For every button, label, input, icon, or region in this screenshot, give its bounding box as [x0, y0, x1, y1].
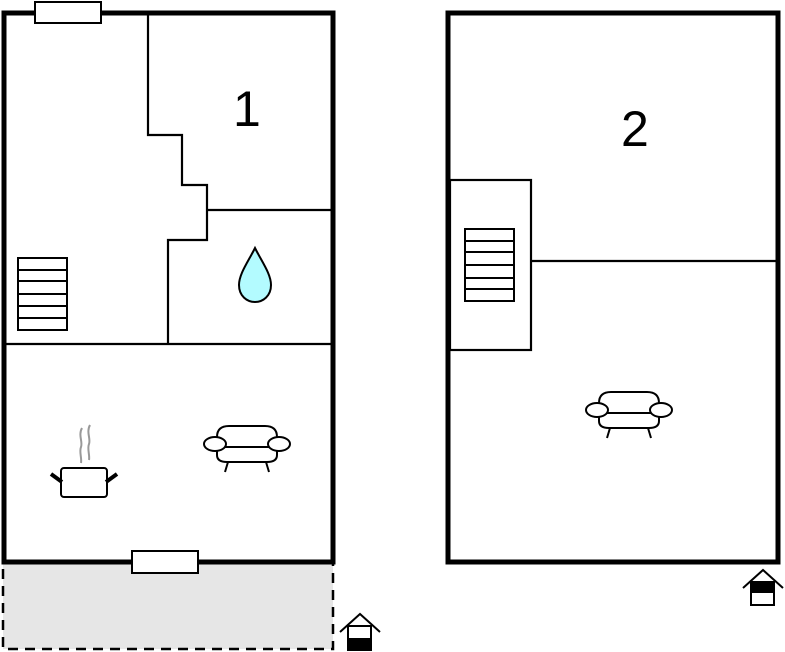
floor-2: 2 — [445, 10, 784, 606]
floor-label: 1 — [233, 81, 261, 137]
stairs-icon — [17, 257, 68, 331]
stairs-icon — [464, 228, 515, 302]
sofa-icon — [203, 425, 291, 473]
sofa-icon — [585, 391, 673, 439]
terrace — [1, 561, 335, 651]
cooking-pot-icon — [49, 424, 119, 498]
entrance-icon[interactable] — [339, 612, 381, 651]
window-top — [34, 1, 102, 24]
floor-2-outer-wall — [445, 10, 781, 565]
window-bottom — [131, 550, 199, 574]
floor-label: 2 — [621, 101, 649, 157]
entrance-icon[interactable] — [742, 568, 784, 606]
interior-wall-stepped — [146, 13, 209, 344]
floor-1: 1 — [1, 1, 381, 651]
stairwell-wall — [448, 178, 533, 352]
water-drop-icon — [237, 245, 273, 304]
